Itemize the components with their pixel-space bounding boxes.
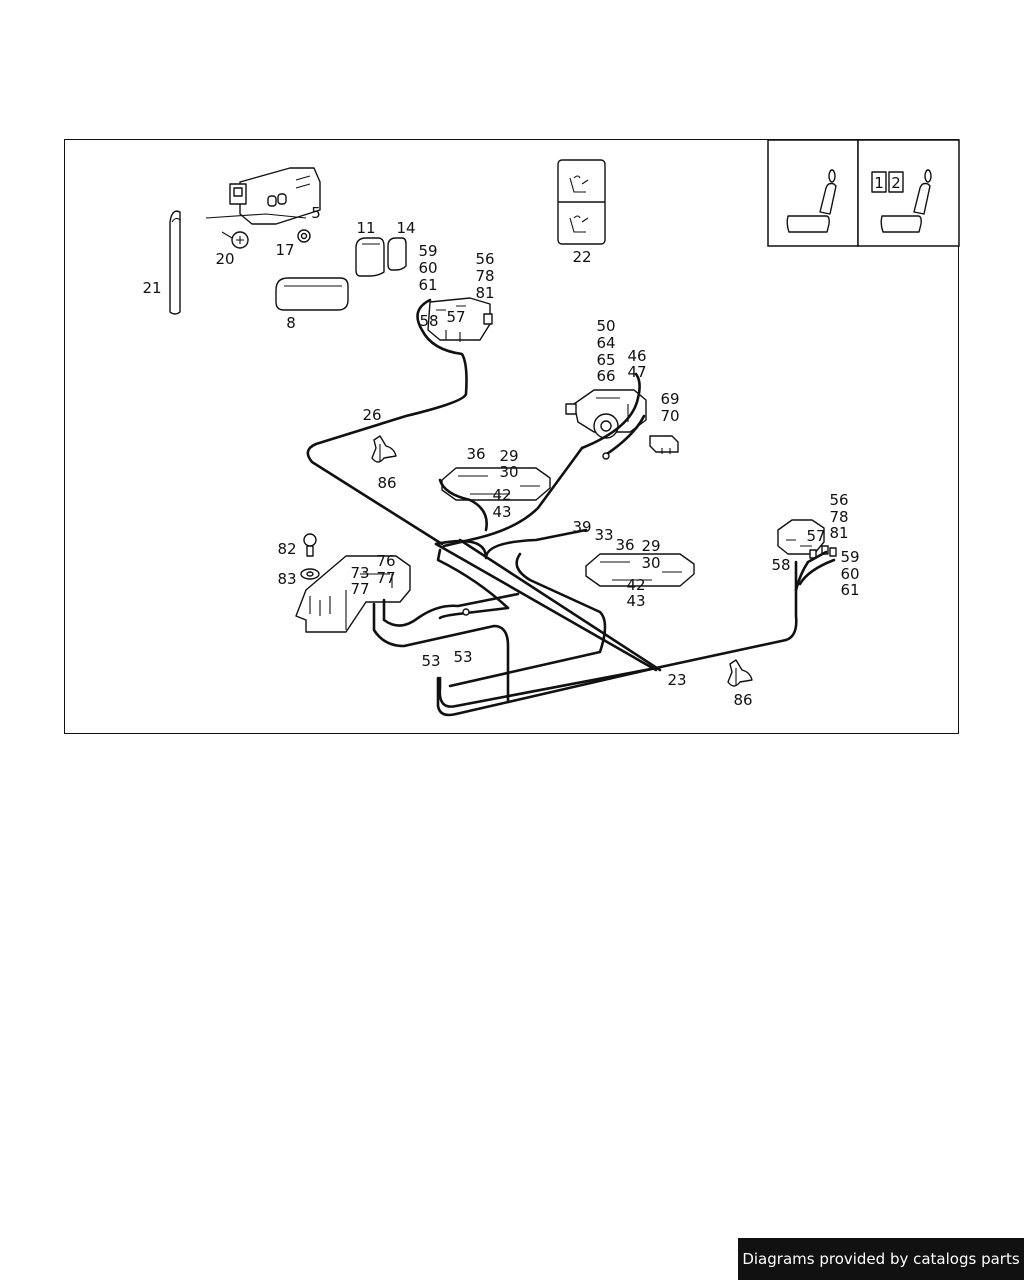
callout-61: 61 (840, 581, 859, 599)
callout-22: 22 (572, 248, 591, 266)
seat-icon-left (786, 169, 837, 233)
footer-credit-banner: Diagrams provided by catalogs parts (738, 1238, 1024, 1280)
callout-21: 21 (142, 279, 161, 297)
callout-57: 57 (446, 308, 465, 326)
callout-50: 50 (596, 317, 615, 335)
callout-77: 77 (376, 569, 395, 587)
callout-56: 56 (829, 491, 848, 509)
part-50-seat-motor (565, 389, 647, 439)
seat-box-digit-2: 2 (891, 174, 901, 192)
callout-36: 36 (615, 536, 634, 554)
callout-46: 46 (627, 347, 646, 365)
callout-56: 56 (475, 250, 494, 268)
part-14-knob (387, 237, 407, 271)
callout-86: 86 (733, 691, 752, 709)
callout-33: 33 (594, 526, 613, 544)
seat-legend-boxes: 1 2 (767, 139, 960, 247)
callout-60: 60 (418, 259, 437, 277)
callout-76: 76 (376, 552, 395, 570)
part-57-connector-upper (427, 297, 493, 342)
part-36-connector-upper (441, 467, 551, 501)
wiring-harness (306, 298, 836, 717)
part-82-screw (303, 533, 317, 557)
callout-69: 69 (660, 390, 679, 408)
callout-70: 70 (660, 407, 679, 425)
part-36-connector-lower (585, 553, 695, 587)
callout-26: 26 (362, 406, 381, 424)
callout-47: 47 (627, 363, 646, 381)
part-83-washer (300, 568, 320, 580)
wiring-harness-diagram: 1 2 (142, 139, 960, 717)
part-86-clip-lower (727, 659, 753, 687)
callout-53: 53 (421, 652, 440, 670)
callout-14: 14 (396, 219, 415, 237)
callout-61: 61 (418, 276, 437, 294)
callout-83: 83 (277, 570, 296, 588)
callout-20: 20 (215, 250, 234, 268)
callout-labels: 5 17 20 21 8 11 14 22 59 60 61 56 78 81 … (142, 204, 859, 709)
callout-39: 39 (572, 518, 591, 536)
callout-30: 30 (641, 554, 660, 572)
callout-29: 29 (499, 447, 518, 465)
seat-icon-right: 1 2 (871, 169, 932, 233)
callout-82: 82 (277, 540, 296, 558)
footer-credit-text: Diagrams provided by catalogs parts (742, 1250, 1020, 1268)
part-86-clip-upper (371, 435, 397, 463)
callout-81: 81 (829, 524, 848, 542)
callout-17: 17 (275, 241, 294, 259)
callout-57: 57 (806, 527, 825, 545)
part-20-screw (221, 231, 249, 249)
callout-53: 53 (453, 648, 472, 666)
callout-81: 81 (475, 284, 494, 302)
seat-box-digit-1: 1 (874, 174, 884, 192)
callout-66: 66 (596, 367, 615, 385)
callout-78: 78 (829, 508, 848, 526)
callout-60: 60 (840, 565, 859, 583)
callout-11: 11 (356, 219, 375, 237)
callout-59: 59 (840, 548, 859, 566)
part-22-switch-panel (557, 159, 606, 245)
callout-58: 58 (771, 556, 790, 574)
callout-59: 59 (418, 242, 437, 260)
parts-diagram-frame (64, 139, 959, 734)
callout-43: 43 (492, 503, 511, 521)
part-5-switch-unit (205, 167, 321, 225)
callout-42: 42 (626, 576, 645, 594)
part-57-connector-right (777, 519, 837, 559)
part-21-rod (169, 210, 181, 315)
part-8-cap (275, 277, 349, 311)
callout-58: 58 (419, 312, 438, 330)
callout-30: 30 (499, 463, 518, 481)
callout-5: 5 (311, 204, 321, 222)
callout-36: 36 (466, 445, 485, 463)
callout-42: 42 (492, 486, 511, 504)
callout-23: 23 (667, 671, 686, 689)
part-69-connector (649, 435, 679, 454)
callout-43: 43 (626, 592, 645, 610)
callout-73: 73 (350, 564, 369, 582)
callout-64: 64 (596, 334, 615, 352)
callout-8: 8 (286, 314, 296, 332)
callout-29: 29 (641, 537, 660, 555)
callout-86: 86 (377, 474, 396, 492)
callout-77: 77 (350, 580, 369, 598)
callout-65: 65 (596, 351, 615, 369)
callout-78: 78 (475, 267, 494, 285)
part-17-washer (297, 229, 311, 243)
part-11-knob (355, 237, 385, 277)
